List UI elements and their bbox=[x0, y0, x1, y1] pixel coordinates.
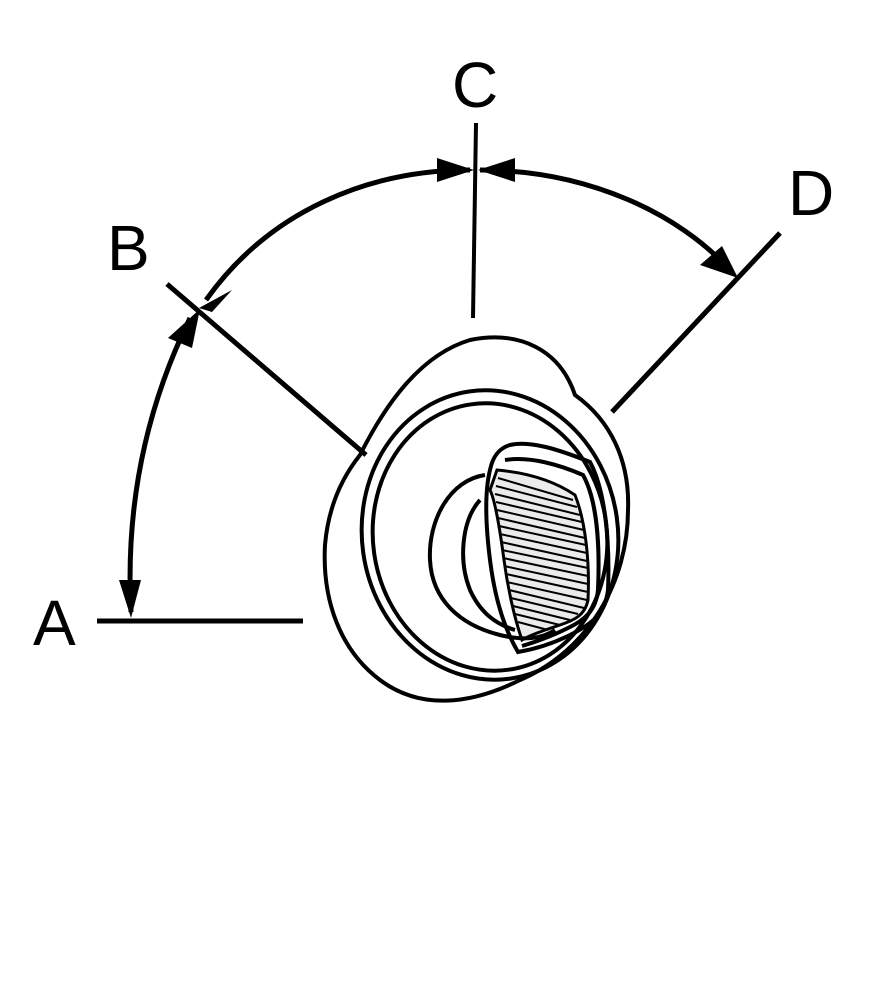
knob-grip-outer bbox=[484, 441, 611, 655]
knob-illustration bbox=[322, 335, 631, 703]
position-labels: A B C D bbox=[33, 49, 834, 659]
knob-grip-outer-inner-edge bbox=[504, 457, 601, 648]
arrowhead-c-right bbox=[478, 158, 515, 182]
reference-lines bbox=[97, 122, 782, 624]
label-d: D bbox=[788, 157, 834, 229]
arc-a-b bbox=[127, 316, 193, 613]
arrowhead-b-lower bbox=[168, 309, 200, 348]
arrowhead-d bbox=[700, 246, 738, 278]
label-c: C bbox=[452, 49, 498, 121]
knob-outer-ring bbox=[359, 388, 621, 682]
arrowhead-c-left bbox=[437, 158, 474, 182]
position-line-b bbox=[165, 282, 368, 457]
knob-grip-face bbox=[488, 468, 590, 643]
knob-grip-ribs bbox=[494, 477, 589, 631]
arrowhead-b-upper bbox=[199, 290, 232, 312]
arc-b-c bbox=[203, 167, 471, 302]
arrowhead-a bbox=[119, 580, 141, 618]
position-line-d bbox=[610, 231, 782, 414]
arc-c-d bbox=[479, 167, 732, 272]
dimension-arcs bbox=[119, 158, 738, 618]
position-line-c bbox=[471, 122, 478, 319]
label-b: B bbox=[107, 212, 150, 284]
knob-hub-base-inner bbox=[461, 498, 516, 632]
label-a: A bbox=[33, 587, 76, 659]
